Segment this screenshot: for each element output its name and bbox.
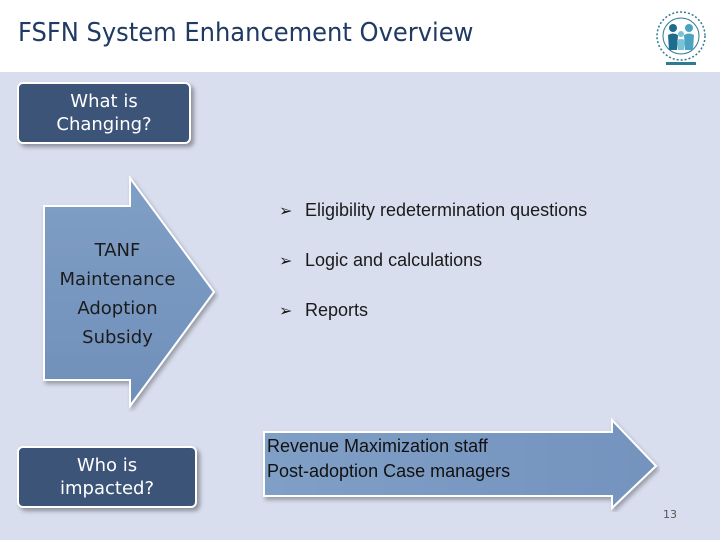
programs-arrow — [43, 176, 216, 410]
list-item: ➢ Reports — [279, 298, 587, 323]
program-item: Subsidy — [82, 327, 153, 348]
who-box-line-1: Who is — [76, 455, 138, 476]
list-item: ➢ Eligibility redetermination questions — [279, 198, 587, 223]
arrowhead-bullet-icon: ➢ — [279, 202, 293, 220]
changes-list: ➢ Eligibility redetermination questions … — [279, 198, 587, 348]
change-text: Logic and calculations — [305, 250, 483, 270]
change-text: Reports — [305, 300, 369, 320]
arrowhead-bullet-icon: ➢ — [279, 252, 293, 270]
who-is-impacted-box: Who is impacted? — [17, 446, 197, 508]
program-item: Maintenance — [59, 269, 176, 290]
what-box-line-1: What is — [70, 91, 138, 112]
what-is-changing-box: What is Changing? — [17, 82, 191, 144]
program-item: TANF — [94, 240, 141, 261]
impacted-roles: Revenue Maximization staff Post-adoption… — [267, 434, 510, 484]
impacted-role: Revenue Maximization staff — [267, 436, 488, 456]
impacted-role: Post-adoption Case managers — [267, 461, 511, 481]
what-box-line-2: Changing? — [56, 114, 152, 135]
slide-title: FSFN System Enhancement Overview — [18, 18, 474, 48]
department-logo-icon — [656, 11, 706, 65]
program-list: TANF Maintenance Adoption Subsidy — [40, 236, 195, 352]
impacted-arrow — [263, 418, 658, 511]
who-box-line-2: impacted? — [60, 478, 154, 499]
slide-header: FSFN System Enhancement Overview — [0, 0, 720, 72]
arrowhead-bullet-icon: ➢ — [279, 302, 293, 320]
change-text: Eligibility redetermination questions — [305, 200, 588, 220]
program-item: Adoption — [77, 298, 158, 319]
page-number: 13 — [663, 508, 677, 521]
list-item: ➢ Logic and calculations — [279, 248, 587, 273]
